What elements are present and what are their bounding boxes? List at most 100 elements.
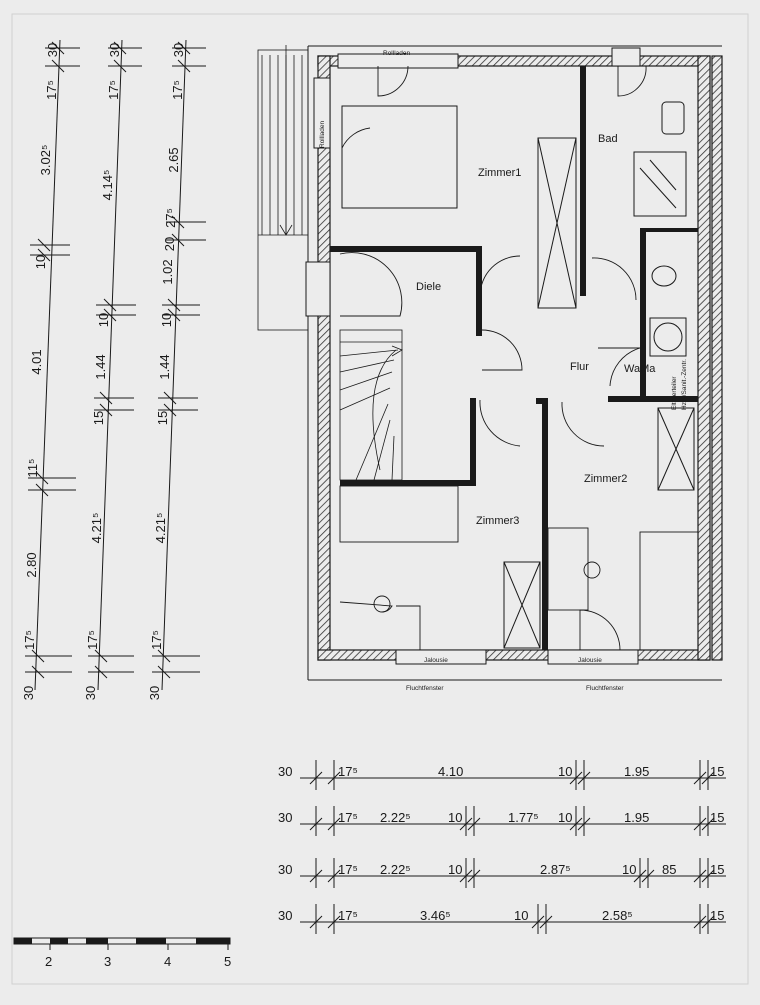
vdim-2-label-2: 4.14⁵ (100, 170, 115, 201)
interior-stair (339, 329, 403, 481)
hdim-2-label-3: 10 (448, 810, 462, 825)
vdim-3-label-8: 15 (155, 411, 170, 425)
page-border (11, 13, 749, 985)
scale-bar: 2 3 4 5 (13, 937, 231, 969)
vertical-dimension-labels: 30 17⁵ 3.02⁵ 10 4.01 11⁵ 2.80 17⁵ 30 30 … (21, 43, 186, 700)
hdim-1-label-1: 17⁵ (338, 764, 358, 779)
vdim-2-label-0: 30 (107, 43, 122, 57)
hdim-3-label-4: 2.87⁵ (540, 862, 571, 877)
vdim-2-label-5: 15 (91, 411, 106, 425)
hdim-1-label-5: 15 (710, 764, 724, 779)
hdim-2-label-5: 10 (558, 810, 572, 825)
hdim-2-label-2: 2.22⁵ (380, 810, 411, 825)
hdim-2-label-1: 17⁵ (338, 810, 358, 825)
hdim-3-label-7: 15 (710, 862, 724, 877)
vdim-3-label-9: 4.21⁵ (153, 513, 168, 544)
hdim-4-label-2: 3.46⁵ (420, 908, 451, 923)
windows (305, 47, 641, 665)
wardrobe-3 (503, 561, 541, 649)
vdim-1-label-3: 10 (33, 255, 48, 269)
vdim-2-label-7: 17⁵ (85, 630, 100, 650)
vertical-dimension-chains (25, 39, 206, 691)
hdim-2-label-7: 15 (710, 810, 724, 825)
hdim-4-label-3: 10 (514, 908, 528, 923)
vdim-ticks-2 (88, 41, 142, 679)
vdim-1-label-8: 30 (21, 686, 36, 700)
vdim-3-label-2: 2.65 (166, 147, 181, 172)
vdim-3-label-6: 10 (159, 313, 174, 327)
hdim-1-label-4: 1.95 (624, 764, 649, 779)
vdim-1-label-4: 4.01 (29, 349, 44, 374)
label-sanitaer: Hzg-/Sanit.-Zentr. (681, 359, 688, 410)
scale-tick-3: 3 (104, 954, 111, 969)
door-swings (339, 65, 647, 651)
vdim-3-label-4: 20 (162, 237, 177, 251)
label-rollladen-side: Rollladen (319, 121, 326, 148)
outline (307, 45, 722, 681)
interior-walls (330, 66, 698, 650)
vdim-3-label-7: 1.44 (157, 354, 172, 379)
label-jalousie-left: Jalousie (424, 657, 448, 664)
hdim-3-label-6: 85 (662, 862, 676, 877)
hdim-3-label-5: 10 (622, 862, 636, 877)
external-stair (257, 45, 309, 331)
hdim-1-label-0: 30 (278, 764, 292, 779)
hdim-ticks-4 (309, 904, 715, 934)
vdim-3-label-11: 30 (147, 686, 162, 700)
vdim-ticks-3 (152, 41, 206, 679)
room-wama: WaMa (624, 363, 656, 375)
bathroom-fixtures (633, 101, 687, 357)
vdim-2-label-4: 1.44 (93, 354, 108, 379)
vdim-3-label-10: 17⁵ (149, 630, 164, 650)
hdim-1-label-2: 4.10 (438, 764, 463, 779)
hdim-ticks-2 (309, 806, 715, 836)
hdim-2-label-0: 30 (278, 810, 292, 825)
vdim-line-3 (161, 39, 187, 691)
hdim-ticks-3 (309, 858, 715, 888)
hdim-4-label-1: 17⁵ (338, 908, 358, 923)
label-fluchtfenster-right: Fluchtfenster (586, 685, 624, 692)
wardrobe-1 (537, 137, 577, 309)
label-rollladen-top: Rollladen (383, 50, 410, 57)
floor-plan: Zimmer1 Bad Diele Flur WaMa Zimmer2 Zimm… (257, 45, 723, 692)
annotation-labels: Rollladen Rollladen Jalousie Jalousie Fl… (319, 50, 688, 692)
vdim-line-1 (34, 39, 61, 691)
room-zimmer1: Zimmer1 (478, 167, 521, 179)
bed (341, 105, 458, 209)
hdim-3-label-3: 10 (448, 862, 462, 877)
hdim-1-label-3: 10 (558, 764, 572, 779)
vdim-1-label-5: 11⁵ (25, 459, 40, 478)
room-zimmer3: Zimmer3 (476, 515, 519, 527)
vdim-2-label-8: 30 (83, 686, 98, 700)
vdim-3-label-0: 30 (171, 43, 186, 57)
room-diele: Diele (416, 281, 441, 293)
hdim-4-label-5: 15 (710, 908, 724, 923)
hdim-4-label-0: 30 (278, 908, 292, 923)
vdim-3-label-3: 27⁵ (163, 208, 178, 228)
scale-tick-4: 4 (164, 954, 171, 969)
hdim-3-label-1: 17⁵ (338, 862, 358, 877)
hdim-2-label-4: 1.77⁵ (508, 810, 539, 825)
room-flur: Flur (570, 361, 589, 373)
vdim-ticks-1 (25, 41, 80, 679)
vdim-2-label-6: 4.21⁵ (89, 513, 104, 544)
vdim-3-label-1: 17⁵ (170, 80, 185, 100)
horizontal-dimension-labels: 30 17⁵ 4.10 10 1.95 15 30 17⁵ 2.22⁵ 10 1… (278, 764, 724, 923)
label-elektro: Elt-Verteiler (671, 376, 678, 410)
vdim-2-label-1: 17⁵ (106, 80, 121, 100)
hdim-4-label-4: 2.58⁵ (602, 908, 633, 923)
label-jalousie-right: Jalousie (578, 657, 602, 664)
vdim-1-label-7: 17⁵ (22, 630, 37, 650)
scale-tick-5: 5 (224, 954, 231, 969)
scale-tick-2: 2 (45, 954, 52, 969)
horizontal-dimension-chains (300, 760, 726, 934)
hdim-ticks-1 (309, 760, 715, 790)
vdim-1-label-1: 17⁵ (44, 80, 59, 100)
hdim-3-label-0: 30 (278, 862, 292, 877)
hdim-2-label-6: 1.95 (624, 810, 649, 825)
room-bad: Bad (598, 133, 618, 145)
vdim-2-label-3: 10 (96, 313, 111, 327)
room-labels: Zimmer1 Bad Diele Flur WaMa Zimmer2 Zimm… (416, 133, 656, 527)
